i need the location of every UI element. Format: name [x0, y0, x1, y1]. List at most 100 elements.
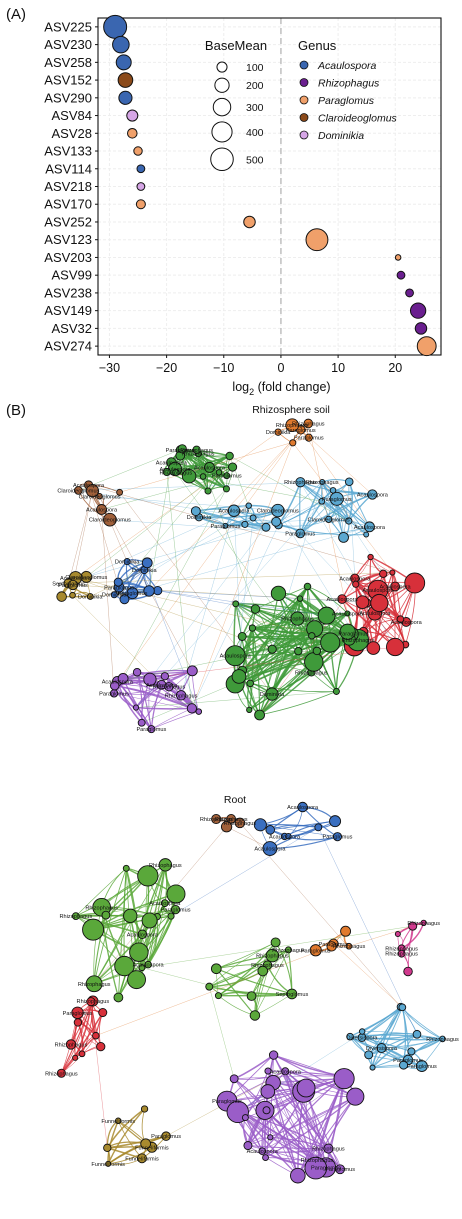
node-label: Rhizophagus — [342, 638, 375, 644]
network-node — [128, 971, 146, 989]
network-node — [104, 1144, 111, 1151]
network-edge-between — [209, 987, 234, 1079]
node-label: Acaulospora — [362, 588, 394, 594]
network-node — [268, 645, 276, 653]
node-label: Paraglomus — [118, 591, 148, 597]
network-node — [242, 521, 248, 527]
genus-legend-swatch — [300, 131, 308, 139]
network-node — [232, 670, 246, 684]
network-node — [215, 993, 221, 999]
network-node — [380, 570, 387, 577]
node-label: Claroideoglomus — [257, 509, 299, 515]
node-label: Rhizophagus — [78, 982, 111, 988]
network-node — [123, 865, 129, 871]
data-point — [134, 147, 142, 155]
network-node — [271, 586, 285, 600]
network-node — [73, 1055, 78, 1060]
network-node — [97, 1042, 105, 1050]
node-label: Acaulospora — [247, 1149, 279, 1155]
network-edge — [117, 681, 141, 722]
node-label: Paraglomus — [99, 691, 129, 697]
node-label: Rhizophagus — [45, 1071, 78, 1077]
data-point — [397, 271, 405, 279]
node-label: Paraglomus — [212, 1099, 242, 1105]
node-label: Paraglomus — [161, 908, 191, 914]
size-legend-circle — [212, 122, 232, 142]
size-legend-label: 300 — [246, 102, 264, 114]
y-tick-label: ASV28 — [52, 126, 92, 141]
network-node — [247, 707, 252, 712]
network-node — [211, 964, 221, 974]
network-node — [250, 515, 256, 521]
node-label: Dominikia — [132, 568, 157, 574]
node-label: Acaulospora — [332, 612, 364, 618]
node-label: Dominikia — [266, 430, 291, 436]
network-node — [93, 1032, 100, 1039]
node-label: Acaulospora — [102, 679, 134, 685]
node-label: Rhizophagus — [165, 693, 198, 699]
node-label: Rhizophagus — [85, 905, 118, 911]
genus-legend-swatch — [300, 114, 308, 122]
network-node — [305, 653, 323, 671]
node-label: Rhizophagus — [251, 963, 284, 969]
node-label: Acaulospora — [156, 460, 188, 466]
node-label: Paraglomus — [151, 1134, 181, 1140]
network-node — [413, 1030, 421, 1038]
size-legend-label: 200 — [246, 80, 264, 92]
network-node — [304, 583, 311, 590]
network-node — [230, 1075, 238, 1083]
node-label: Acaulospora — [327, 597, 359, 603]
network-node — [345, 478, 353, 486]
node-label: Dominikia — [187, 515, 212, 521]
network-node — [255, 710, 265, 720]
node-label: Rhizophagus — [149, 863, 182, 869]
network-node — [297, 1079, 315, 1097]
data-point — [104, 15, 127, 38]
network-node — [238, 632, 246, 640]
node-label: Claroideoglomus — [79, 494, 121, 500]
network-node — [205, 488, 211, 494]
network-node — [263, 1155, 269, 1161]
network-node — [333, 688, 339, 694]
network-node — [79, 1051, 85, 1057]
y-tick-label: ASV84 — [52, 108, 92, 123]
node-label: Rhizophagus — [224, 821, 257, 827]
data-point — [415, 323, 427, 335]
node-label: Rhizophagus — [284, 480, 317, 486]
network-node — [102, 911, 110, 919]
y-tick-label: ASV258 — [44, 55, 92, 70]
data-point — [113, 36, 130, 53]
node-label: Paraglomus — [285, 531, 315, 537]
y-tick-label: ASV238 — [44, 285, 92, 300]
data-point — [136, 200, 145, 209]
network-node — [341, 926, 351, 936]
network-node — [226, 452, 233, 459]
y-tick-label: ASV218 — [44, 179, 92, 194]
network-node — [57, 592, 67, 602]
node-label: Acaulospora — [359, 611, 391, 617]
network-node — [313, 647, 321, 655]
genus-legend-label: Paraglomus — [318, 95, 375, 107]
network-node — [359, 1029, 365, 1035]
network-edge-between — [69, 491, 93, 583]
network-node — [247, 992, 256, 1001]
network-node — [364, 532, 369, 537]
network-node — [247, 680, 254, 687]
network-node — [242, 1115, 248, 1121]
network-node — [70, 592, 76, 598]
data-point — [116, 55, 131, 70]
network-node — [339, 532, 349, 542]
x-tick-label: 10 — [331, 361, 345, 375]
network-node — [142, 558, 152, 568]
size-legend-circle — [211, 148, 234, 171]
y-tick-label: ASV274 — [44, 339, 92, 354]
network-node — [269, 1051, 277, 1059]
network-node — [390, 570, 395, 575]
network-node — [228, 463, 236, 471]
node-label: Rhizophagus — [295, 670, 328, 676]
network-edge-between — [150, 511, 278, 680]
y-tick-label: ASV203 — [44, 250, 92, 265]
data-point — [127, 110, 138, 121]
network-node — [250, 1011, 260, 1021]
